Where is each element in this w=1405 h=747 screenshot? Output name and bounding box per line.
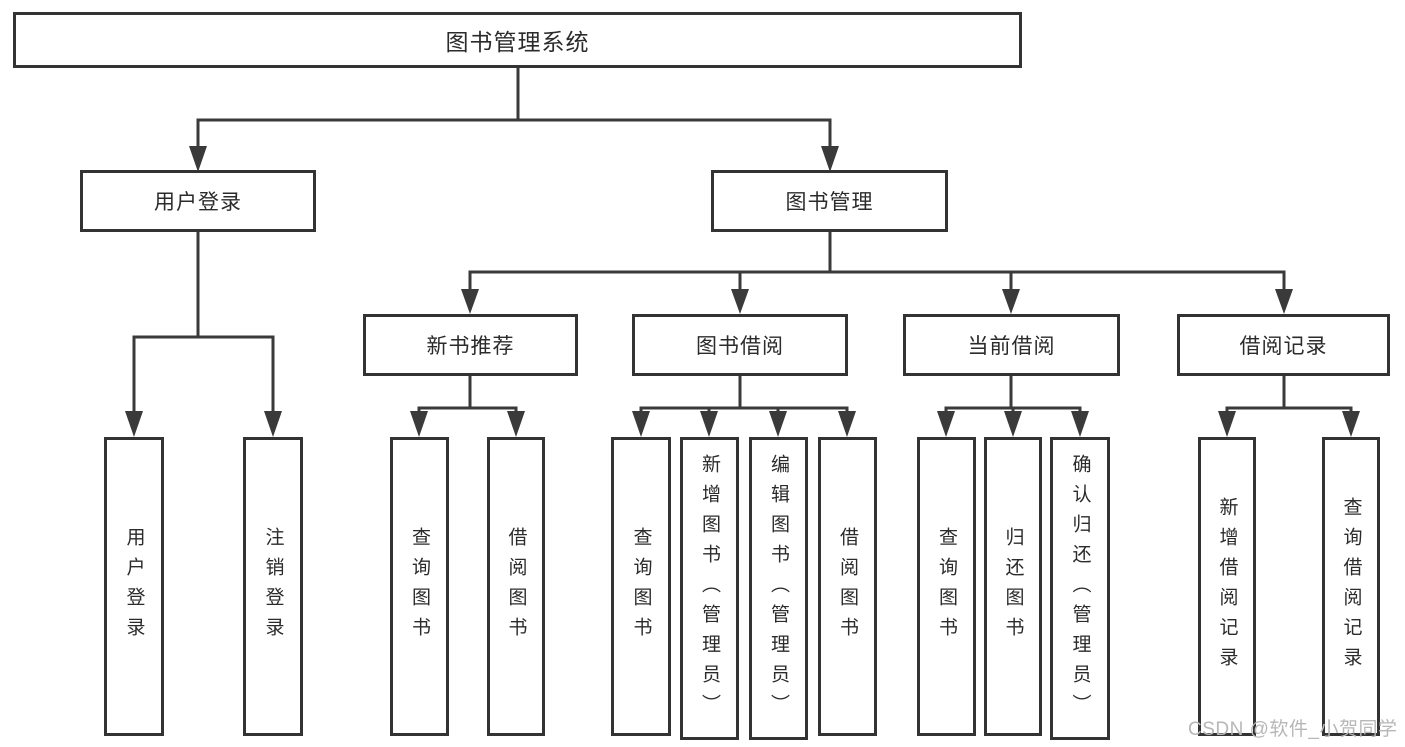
leaf-user-login: 用户登录	[104, 437, 164, 736]
leaf-confirm-return-admin-label: 确认归还（管理员）	[1069, 453, 1091, 724]
watermark: CSDN @软件_小贺同学	[1188, 719, 1398, 740]
leaf-return-book: 归还图书	[984, 437, 1042, 736]
node-borrow-record-label: 借阅记录	[1239, 335, 1328, 358]
leaf-user-login-label: 用户登录	[123, 526, 145, 647]
leaf-query-book-recommend-label: 查询图书	[409, 526, 430, 647]
node-current-borrow-label: 当前借阅	[967, 335, 1056, 358]
leaf-logout: 注销登录	[243, 437, 303, 736]
leaf-query-book-borrow: 查询图书	[611, 437, 671, 736]
leaf-query-borrow-record: 查询借阅记录	[1322, 437, 1380, 736]
node-borrow-record: 借阅记录	[1177, 314, 1390, 376]
node-root-label: 图书管理系统	[445, 29, 590, 55]
node-user-login-label: 用户登录	[154, 191, 242, 214]
leaf-add-borrow-record: 新增借阅记录	[1198, 437, 1256, 736]
leaf-borrow-book-recommend-label: 借阅图书	[505, 526, 527, 647]
node-book-management: 图书管理	[711, 170, 948, 232]
leaf-return-book-label: 归还图书	[1002, 526, 1024, 647]
node-root: 图书管理系统	[13, 12, 1022, 68]
node-book-borrow: 图书借阅	[632, 314, 848, 376]
leaf-query-borrow-record-label: 查询借阅记录	[1340, 496, 1362, 677]
leaf-query-book-current: 查询图书	[917, 437, 976, 736]
leaf-borrow-book-recommend: 借阅图书	[487, 437, 545, 736]
node-book-management-label: 图书管理	[785, 191, 874, 214]
leaf-add-book-admin-label: 新增图书（管理员）	[699, 453, 720, 724]
leaf-edit-book-admin-label: 编辑图书（管理员）	[768, 453, 789, 724]
node-book-borrow-label: 图书借阅	[696, 335, 784, 358]
leaf-query-book-recommend: 查询图书	[390, 437, 449, 736]
leaf-confirm-return-admin: 确认归还（管理员）	[1050, 437, 1110, 740]
leaf-add-book-admin: 新增图书（管理员）	[680, 437, 739, 740]
leaf-borrow-book-borrow-label: 借阅图书	[837, 526, 858, 647]
leaf-logout-label: 注销登录	[262, 526, 284, 647]
node-user-login: 用户登录	[80, 170, 316, 232]
leaf-edit-book-admin: 编辑图书（管理员）	[749, 437, 808, 740]
node-current-borrow: 当前借阅	[903, 314, 1120, 376]
node-new-book-recommend: 新书推荐	[363, 314, 578, 376]
leaf-query-book-borrow-label: 查询图书	[630, 526, 652, 647]
node-new-book-recommend-label: 新书推荐	[426, 335, 515, 358]
leaf-query-book-current-label: 查询图书	[936, 526, 957, 647]
leaf-borrow-book-borrow: 借阅图书	[818, 437, 877, 736]
leaf-add-borrow-record-label: 新增借阅记录	[1216, 496, 1238, 677]
